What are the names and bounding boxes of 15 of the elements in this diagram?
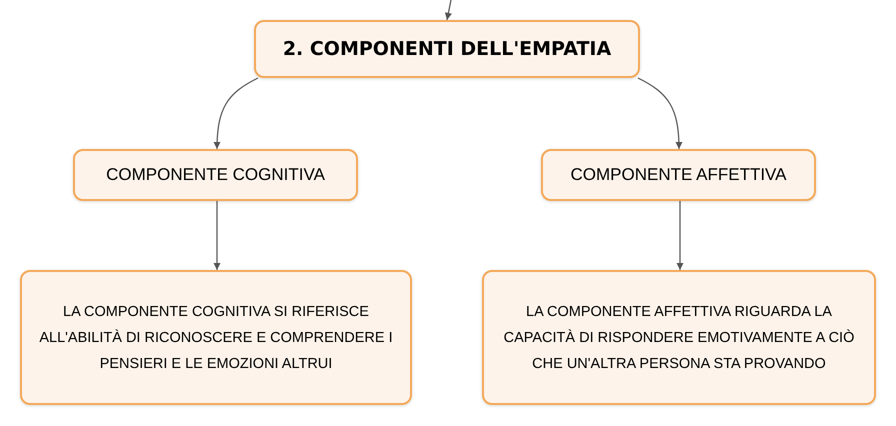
category-label: COMPONENTE AFFETTIVA xyxy=(570,164,786,186)
arrow xyxy=(213,201,221,270)
category-box xyxy=(73,149,358,201)
arrow xyxy=(638,77,682,150)
title-text: 2. COMPONENTI DELL'EMPATIA xyxy=(282,36,612,62)
description-box xyxy=(20,270,412,405)
title-box xyxy=(254,20,640,78)
description-text: LA COMPONENTE AFFETTIVA RIGUARDA LA CAPACITÀ DI RISPONDERE EMOTIVAMENTE A CIÒ CHE UN'ALTRA PERSONA STA PROVANDO xyxy=(502,302,856,374)
description-text: LA COMPONENTE COGNITIVA SI RIFERISCE ALL'ABILITÀ DI RICONOSCERE E COMPRENDERE I PENSIERI E LE EMOZIONI ALTRUI xyxy=(38,302,394,374)
arrow xyxy=(214,77,258,150)
description-box xyxy=(482,270,876,405)
category-box xyxy=(541,149,816,201)
category-label: COMPONENTE COGNITIVA xyxy=(106,164,325,186)
arrow xyxy=(676,201,684,270)
arrow xyxy=(444,0,452,20)
